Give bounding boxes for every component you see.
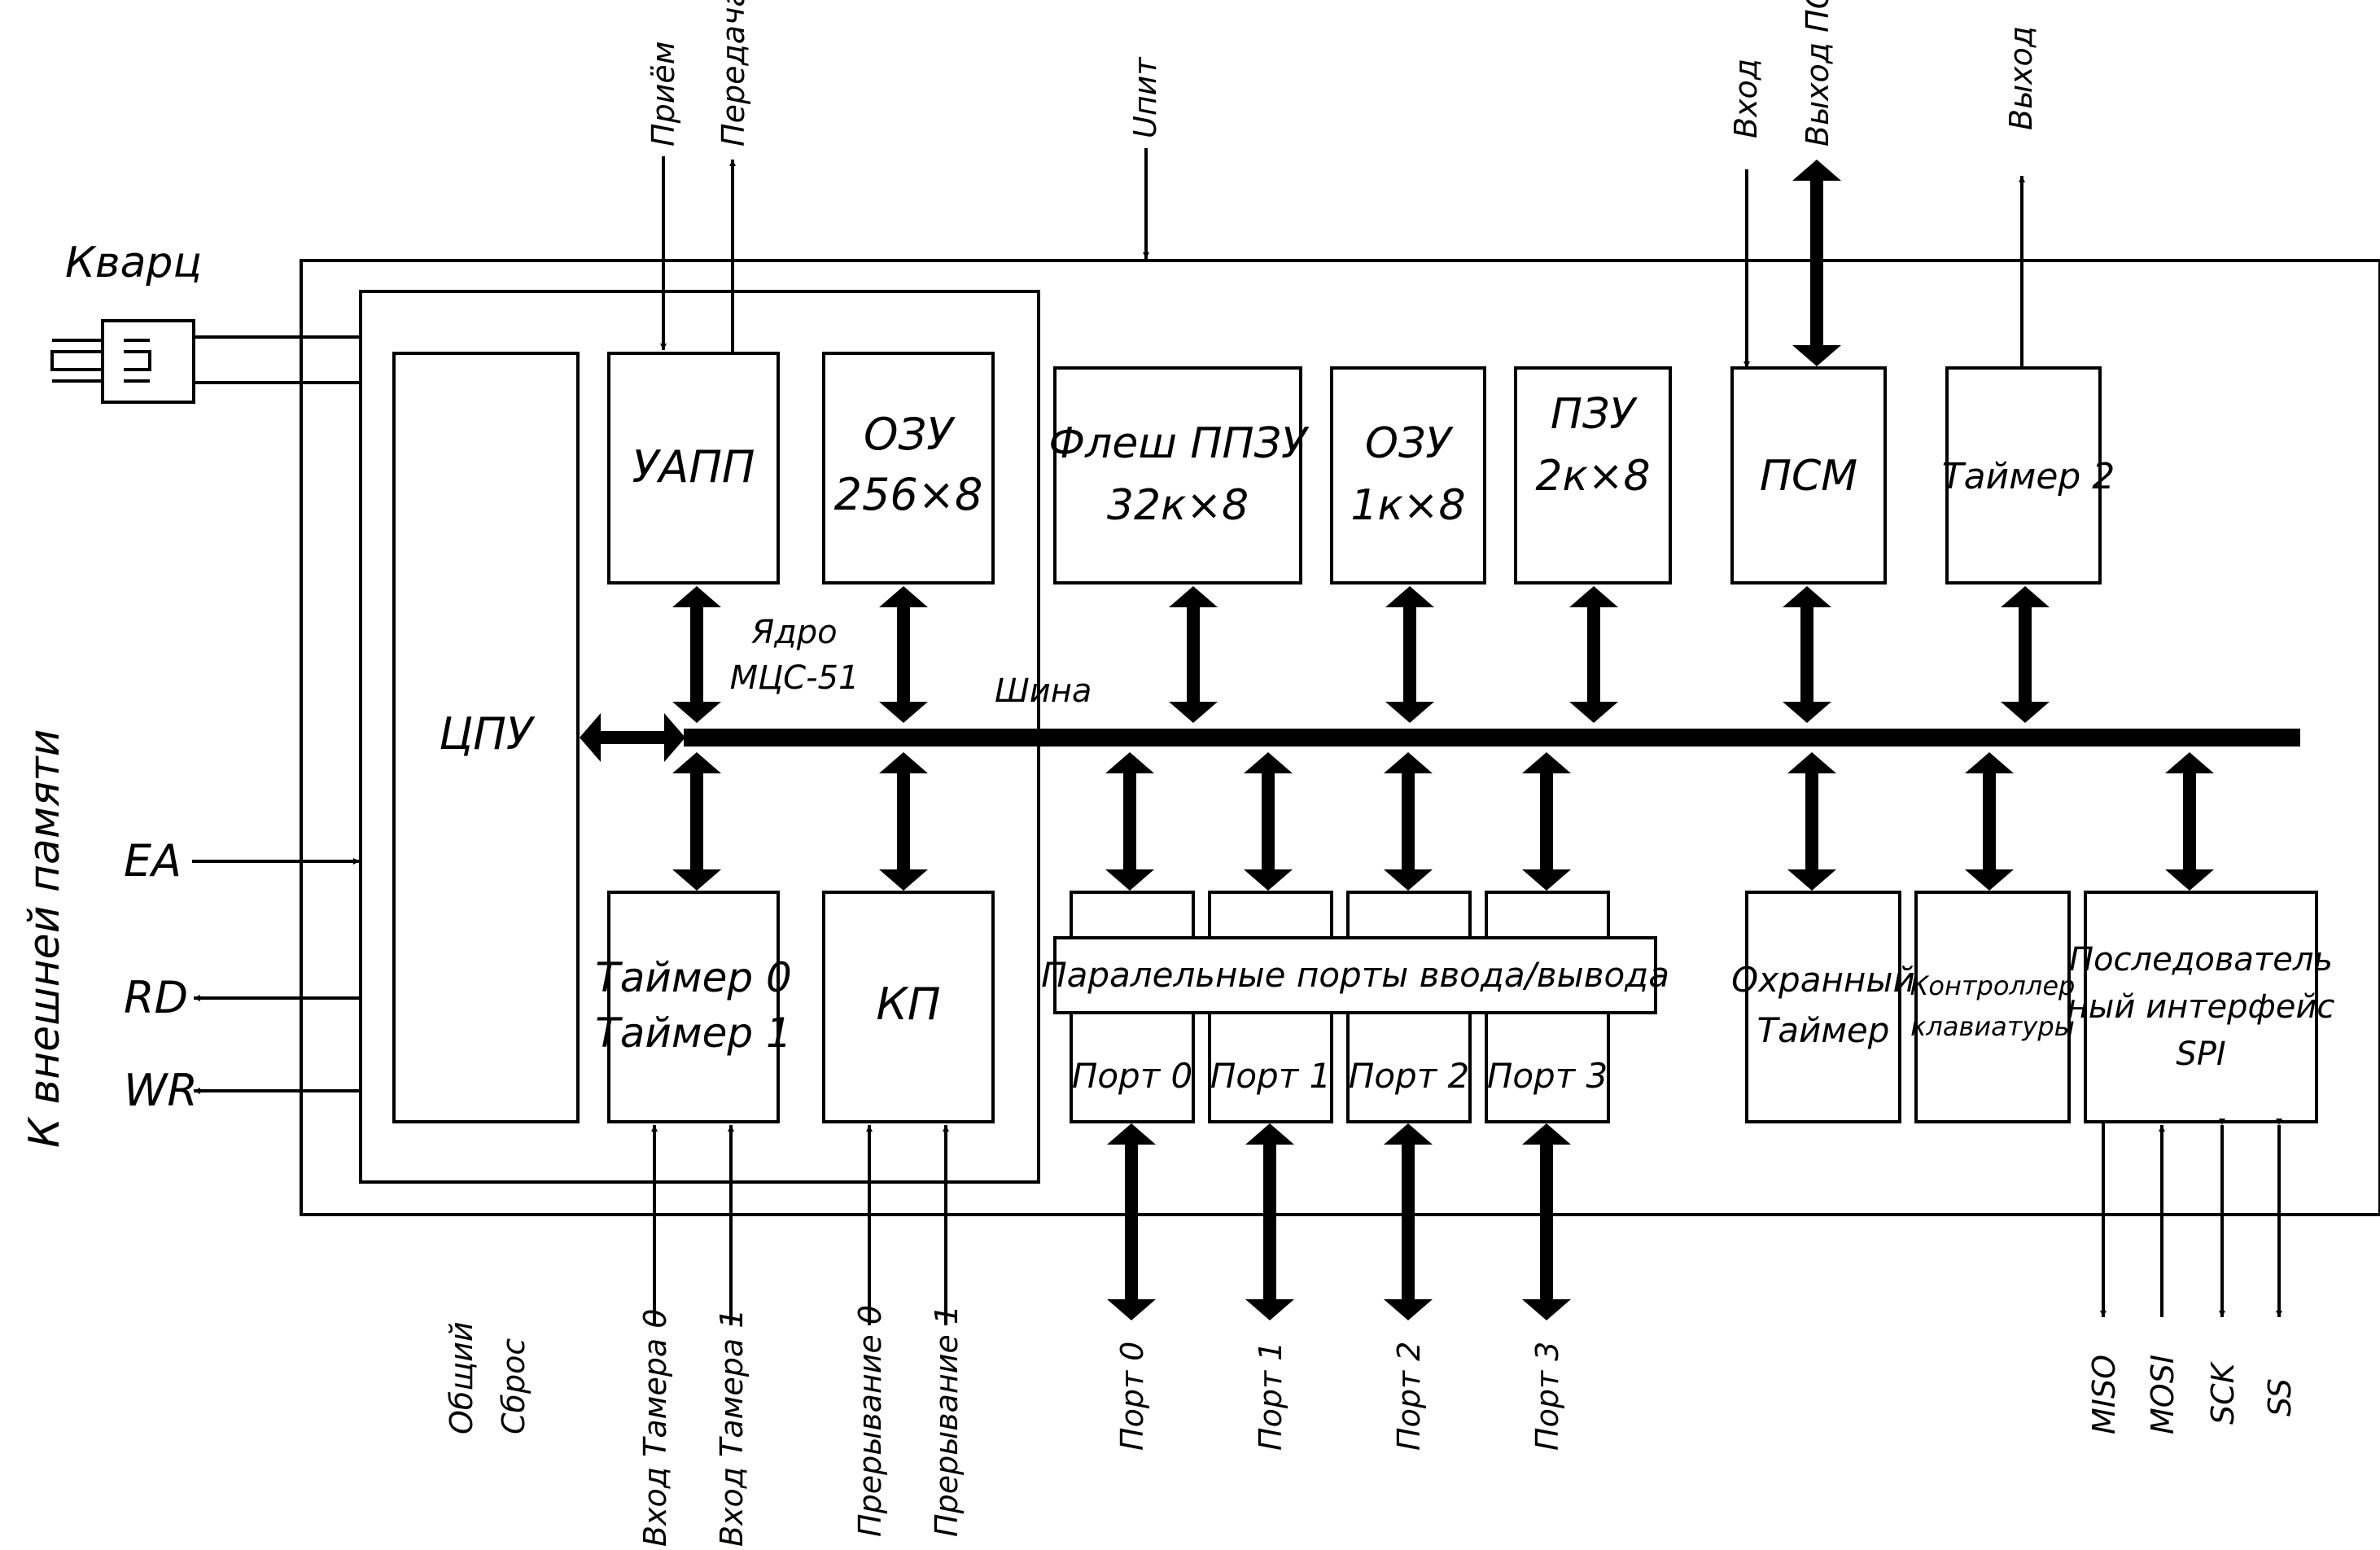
timer2-label: Таймер 2 [1942,456,2115,497]
timers-label-1: Таймер 0 [595,954,792,1001]
timer-in0-label: Вход Тамера 0 [637,1309,673,1547]
pwm-out-label: Выход ПСМ [1800,0,1835,147]
port2-label: Порт 2 [1349,1056,1469,1096]
port1-ext-arrow [1245,1123,1294,1320]
pwm-label: ПСМ [1760,452,1857,501]
quartz-crystal [50,319,361,404]
uart-label: УАПП [632,441,755,493]
ss-label: SS [2262,1378,2298,1416]
side-memory-label: К внешней памяти [20,729,69,1148]
port3-label: Порт 3 [1487,1056,1608,1096]
wr-label: WR [124,1065,198,1116]
pwm-in-label: Вход [1728,59,1764,138]
rom-label-1: ПЗУ [1551,390,1638,439]
ram-ext-label-2: 1к×8 [1350,481,1465,530]
timer2-block [1945,366,2102,585]
tx-label: Передача [715,0,751,147]
spi-label-3: SPI [2176,1036,2225,1073]
int0-label: Прерывание 0 [852,1305,888,1537]
cpu-label: ЦПУ [439,708,536,760]
bottom-port3-label: Порт 3 [1529,1342,1565,1451]
bottom-port1-label: Порт 1 [1253,1342,1288,1451]
spi-label-1: Последователь [2069,941,2333,979]
reset-label-2: Сброс [496,1338,532,1434]
keyboard-bus-arrow [1965,752,2014,891]
port2-ext-arrow [1384,1123,1433,1320]
port0-label: Порт 0 [1072,1056,1192,1096]
flash-label-1: Флеш ППЗУ [1048,419,1310,468]
watchdog-label-2: Таймер [1757,1010,1890,1050]
core-label-1: Ядро [750,614,837,651]
bottom-port0-label: Порт 0 [1114,1342,1150,1451]
rx-label: Приём [645,42,681,147]
timer-in1-label: Вход Тамера 1 [714,1309,750,1547]
spi-bus-arrow [2165,752,2214,891]
ram-core-block [822,352,995,585]
bus-label: Шина [995,672,1092,710]
watchdog-bus-arrow [1787,752,1836,891]
int1-label: Прерывание 1 [929,1305,965,1537]
pwm-out-arrow [1792,160,1841,366]
watchdog-label-1: Охранный [1731,960,1915,1000]
chip-frame [300,259,2380,1216]
timer2-out-label: Выход [2003,26,2039,130]
uart-bus-arrow [672,586,721,723]
ic-block [822,891,995,1123]
ports-bar-label: Паралельные порты ввода/вывода [1041,955,1669,995]
port3-ext-arrow [1522,1123,1571,1320]
timers-block [607,891,780,1123]
ram-ext-bus-arrow [1385,586,1434,723]
pwm-bus-arrow [1783,586,1831,723]
reset-label-1: Общий [444,1321,479,1434]
keyboard-block [1914,891,2071,1123]
uart-block [607,352,780,585]
rom-block [1514,366,1672,585]
ea-label: EA [124,835,182,887]
timer2-bus-arrow [2001,586,2050,723]
quartz-label: Кварц [65,239,202,287]
port2-bus-arrow [1384,752,1433,891]
bottom-port2-label: Порт 2 [1391,1342,1427,1451]
timers-label-2: Таймер 1 [595,1009,792,1057]
upit-label: Uпит [1127,56,1163,138]
ram-core-label-2: 256×8 [834,469,983,520]
port3-bus-arrow [1522,752,1571,891]
watchdog-block [1745,891,1901,1123]
keyboard-label-2: клавиатуры [1910,1011,2075,1042]
ports-bar [1053,936,1657,1014]
flash-bus-arrow [1169,586,1218,723]
ram-core-bus-arrow [879,586,928,723]
spi-label-2: ный интерфейс [2067,988,2335,1026]
timers-bus-arrow [672,752,721,891]
ram-core-label-1: ОЗУ [864,409,956,460]
cpu-block [392,352,580,1123]
port1-label: Порт 1 [1210,1056,1331,1096]
spi-block [2084,891,2318,1123]
ram-ext-label-1: ОЗУ [1365,419,1454,468]
ram-ext-block [1330,366,1486,585]
ic-label: КП [877,979,941,1030]
port0-bus-arrow [1105,752,1154,891]
rom-bus-arrow [1569,586,1618,723]
bus-connections [580,160,2214,1320]
cpu-bus-arrow [580,713,685,762]
keyboard-label-1: Контроллер [1910,970,2076,1001]
port1-bus-arrow [1244,752,1293,891]
mosi-label: MOSI [2145,1355,2181,1434]
flash-block [1053,366,1302,585]
port0-ext-arrow [1107,1123,1156,1320]
miso-label: MISO [2086,1355,2122,1434]
core-label-2: МЦС-51 [730,659,860,697]
rom-label-2: 2к×8 [1535,452,1650,501]
rd-label: RD [124,972,188,1023]
ic-bus-arrow [879,752,928,891]
pwm-block [1730,366,1887,585]
flash-label-2: 32к×8 [1107,481,1249,530]
sck-label: SCK [2205,1360,2241,1425]
